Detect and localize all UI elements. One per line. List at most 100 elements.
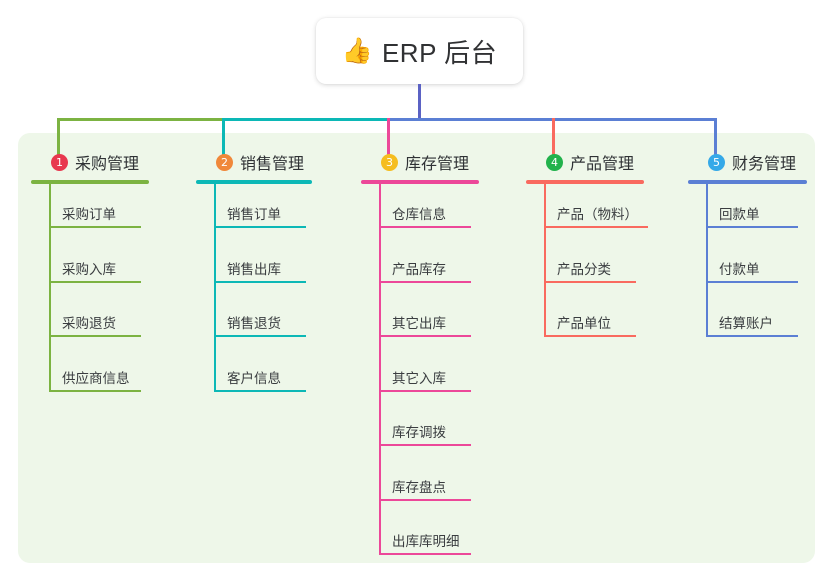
leaf-item[interactable]: 出库库明细 xyxy=(379,533,471,555)
leaf-label: 采购退货 xyxy=(62,316,116,331)
leaf-rule xyxy=(544,335,636,337)
leaf-item[interactable]: 产品库存 xyxy=(379,261,471,283)
drop-line-1 xyxy=(57,118,60,156)
branch-spine-3 xyxy=(379,180,381,555)
leaf-item[interactable]: 供应商信息 xyxy=(49,370,141,392)
branch-spine-1 xyxy=(49,180,51,392)
branch-spine-2 xyxy=(214,180,216,392)
leaf-label: 采购订单 xyxy=(62,207,116,222)
leaf-rule xyxy=(214,226,306,228)
leaf-label: 销售订单 xyxy=(227,207,281,222)
leaf-rule xyxy=(214,280,306,283)
leaf-item[interactable]: 采购退货 xyxy=(49,315,141,337)
leaf-item[interactable]: 产品单位 xyxy=(544,315,636,337)
branch-header-1[interactable]: 1 采购管理 xyxy=(31,148,139,176)
branch-spine-4 xyxy=(544,180,546,337)
leaf-label: 销售出库 xyxy=(227,261,281,277)
leaf-label: 其它入库 xyxy=(392,370,446,386)
leaf-rule xyxy=(379,553,471,555)
root-node-title: ERP 后台 xyxy=(381,37,498,68)
leaf-rule xyxy=(379,226,471,228)
leaf-label: 库存调拨 xyxy=(392,425,446,440)
branch-header-3[interactable]: 3 库存管理 xyxy=(361,148,469,176)
leaf-item[interactable]: 库存调拨 xyxy=(379,424,471,446)
leaf-label: 采购入库 xyxy=(62,261,116,277)
leaf-rule xyxy=(49,335,141,337)
branch-rule-1 xyxy=(31,180,149,184)
leaf-rule xyxy=(49,280,141,283)
leaf-label: 结算账户 xyxy=(719,316,773,331)
leaf-rule xyxy=(379,444,471,446)
leaf-item[interactable]: 仓库信息 xyxy=(379,206,471,228)
branch-header-5[interactable]: 5 财务管理 xyxy=(688,148,796,176)
leaf-label: 产品（物料） xyxy=(557,207,638,222)
leaf-label: 仓库信息 xyxy=(392,207,446,222)
drop-line-3 xyxy=(387,118,390,156)
root-node[interactable]: 👍 ERP 后台 xyxy=(316,18,523,84)
leaf-item[interactable]: 其它出库 xyxy=(379,315,471,337)
branch-badge-3: 3 xyxy=(381,153,398,171)
leaf-item[interactable]: 销售订单 xyxy=(214,206,306,228)
branch-badge-5: 5 xyxy=(708,153,725,171)
leaf-label: 回款单 xyxy=(719,207,760,222)
branch-rule-5 xyxy=(688,180,807,184)
leaf-rule xyxy=(706,226,798,228)
branch-title-5: 财务管理 xyxy=(732,156,797,173)
leaf-item[interactable]: 库存盘点 xyxy=(379,479,471,501)
branch-title-3: 库存管理 xyxy=(405,156,470,173)
branch-rule-4 xyxy=(526,180,644,184)
leaf-rule xyxy=(214,335,306,337)
leaf-item[interactable]: 客户信息 xyxy=(214,370,306,392)
root-stem-line xyxy=(418,84,421,121)
drop-line-4 xyxy=(552,118,555,156)
leaf-label: 客户信息 xyxy=(227,370,281,386)
diagram-panel xyxy=(18,133,815,563)
leaf-label: 其它出库 xyxy=(392,316,446,331)
leaf-item[interactable]: 销售退货 xyxy=(214,315,306,337)
leaf-rule xyxy=(706,335,798,337)
drop-line-2 xyxy=(222,118,225,156)
leaf-label: 库存盘点 xyxy=(392,479,446,495)
leaf-rule xyxy=(379,335,471,337)
leaf-rule xyxy=(379,498,471,501)
leaf-item[interactable]: 产品（物料） xyxy=(544,206,648,228)
leaf-label: 产品单位 xyxy=(557,316,611,331)
branch-rule-3 xyxy=(361,180,479,184)
branch-title-1: 采购管理 xyxy=(75,156,140,173)
leaf-label: 供应商信息 xyxy=(62,370,130,386)
leaf-label: 产品库存 xyxy=(392,261,446,277)
leaf-item[interactable]: 回款单 xyxy=(706,206,798,228)
leaf-rule xyxy=(379,280,471,283)
connector-segment-1 xyxy=(57,118,225,121)
leaf-label: 出库库明细 xyxy=(392,534,460,549)
branch-badge-1: 1 xyxy=(51,153,68,171)
branch-badge-2: 2 xyxy=(216,153,233,171)
drop-line-5 xyxy=(714,118,717,156)
branch-spine-5 xyxy=(706,180,708,337)
leaf-item[interactable]: 付款单 xyxy=(706,261,798,283)
leaf-rule xyxy=(379,389,471,392)
connector-segment-2 xyxy=(222,118,390,121)
leaf-item[interactable]: 其它入库 xyxy=(379,370,471,392)
thumbs-up-icon: 👍 xyxy=(341,36,373,65)
leaf-rule xyxy=(544,226,648,228)
leaf-item[interactable]: 采购入库 xyxy=(49,261,141,283)
leaf-rule xyxy=(544,280,636,283)
branch-rule-2 xyxy=(196,180,312,184)
leaf-item[interactable]: 销售出库 xyxy=(214,261,306,283)
leaf-rule xyxy=(214,389,306,392)
leaf-item[interactable]: 结算账户 xyxy=(706,315,798,337)
leaf-label: 产品分类 xyxy=(557,261,611,277)
leaf-item[interactable]: 产品分类 xyxy=(544,261,636,283)
leaf-rule xyxy=(49,226,141,228)
branch-title-2: 销售管理 xyxy=(240,156,305,173)
branch-badge-4: 4 xyxy=(546,153,563,171)
leaf-label: 销售退货 xyxy=(227,316,281,331)
leaf-item[interactable]: 采购订单 xyxy=(49,206,141,228)
leaf-rule xyxy=(49,389,141,392)
leaf-rule xyxy=(706,280,798,283)
branch-header-2[interactable]: 2 销售管理 xyxy=(196,148,304,176)
leaf-label: 付款单 xyxy=(719,261,760,277)
